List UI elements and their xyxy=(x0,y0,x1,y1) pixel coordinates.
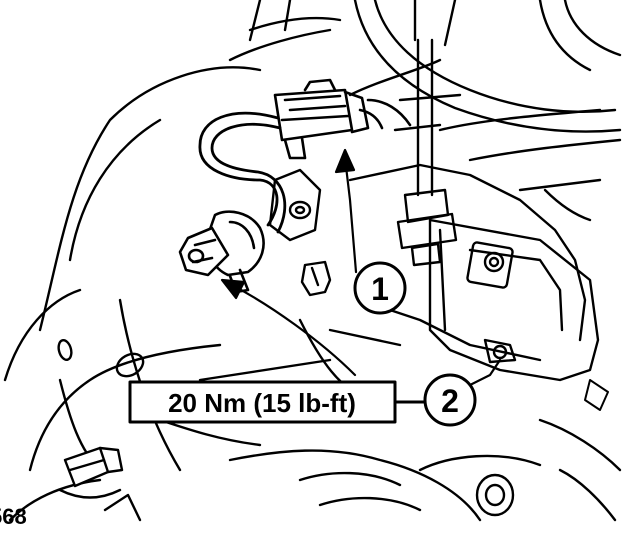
lower-sensor xyxy=(178,210,265,294)
arrow-head-upper xyxy=(334,148,356,174)
torque-spec-label: 20 Nm (15 lb-ft) xyxy=(128,380,427,424)
torque-spec-text: 20 Nm (15 lb-ft) xyxy=(168,388,356,418)
bottom-left-connector xyxy=(58,446,142,522)
wiring-harness xyxy=(198,111,287,234)
leader-callout-2 xyxy=(468,358,502,387)
callout-1: 1 xyxy=(353,261,407,315)
leader-arrows xyxy=(220,148,502,387)
engine-block-outline xyxy=(3,0,622,522)
callout-2-number: 2 xyxy=(441,383,459,419)
vacuum-tube xyxy=(396,38,458,267)
arrow-head-lower xyxy=(220,278,246,300)
callout-2: 2 xyxy=(423,373,477,427)
arrow-to-upper-connector xyxy=(343,156,358,274)
upper-harness-connector xyxy=(273,78,412,160)
callout-1-number: 1 xyxy=(371,271,389,307)
arrow-to-lower-sensor xyxy=(230,283,357,377)
mounting-stud xyxy=(268,168,332,297)
figure-id: 568 xyxy=(0,504,27,528)
mounting-bracket xyxy=(298,93,609,411)
